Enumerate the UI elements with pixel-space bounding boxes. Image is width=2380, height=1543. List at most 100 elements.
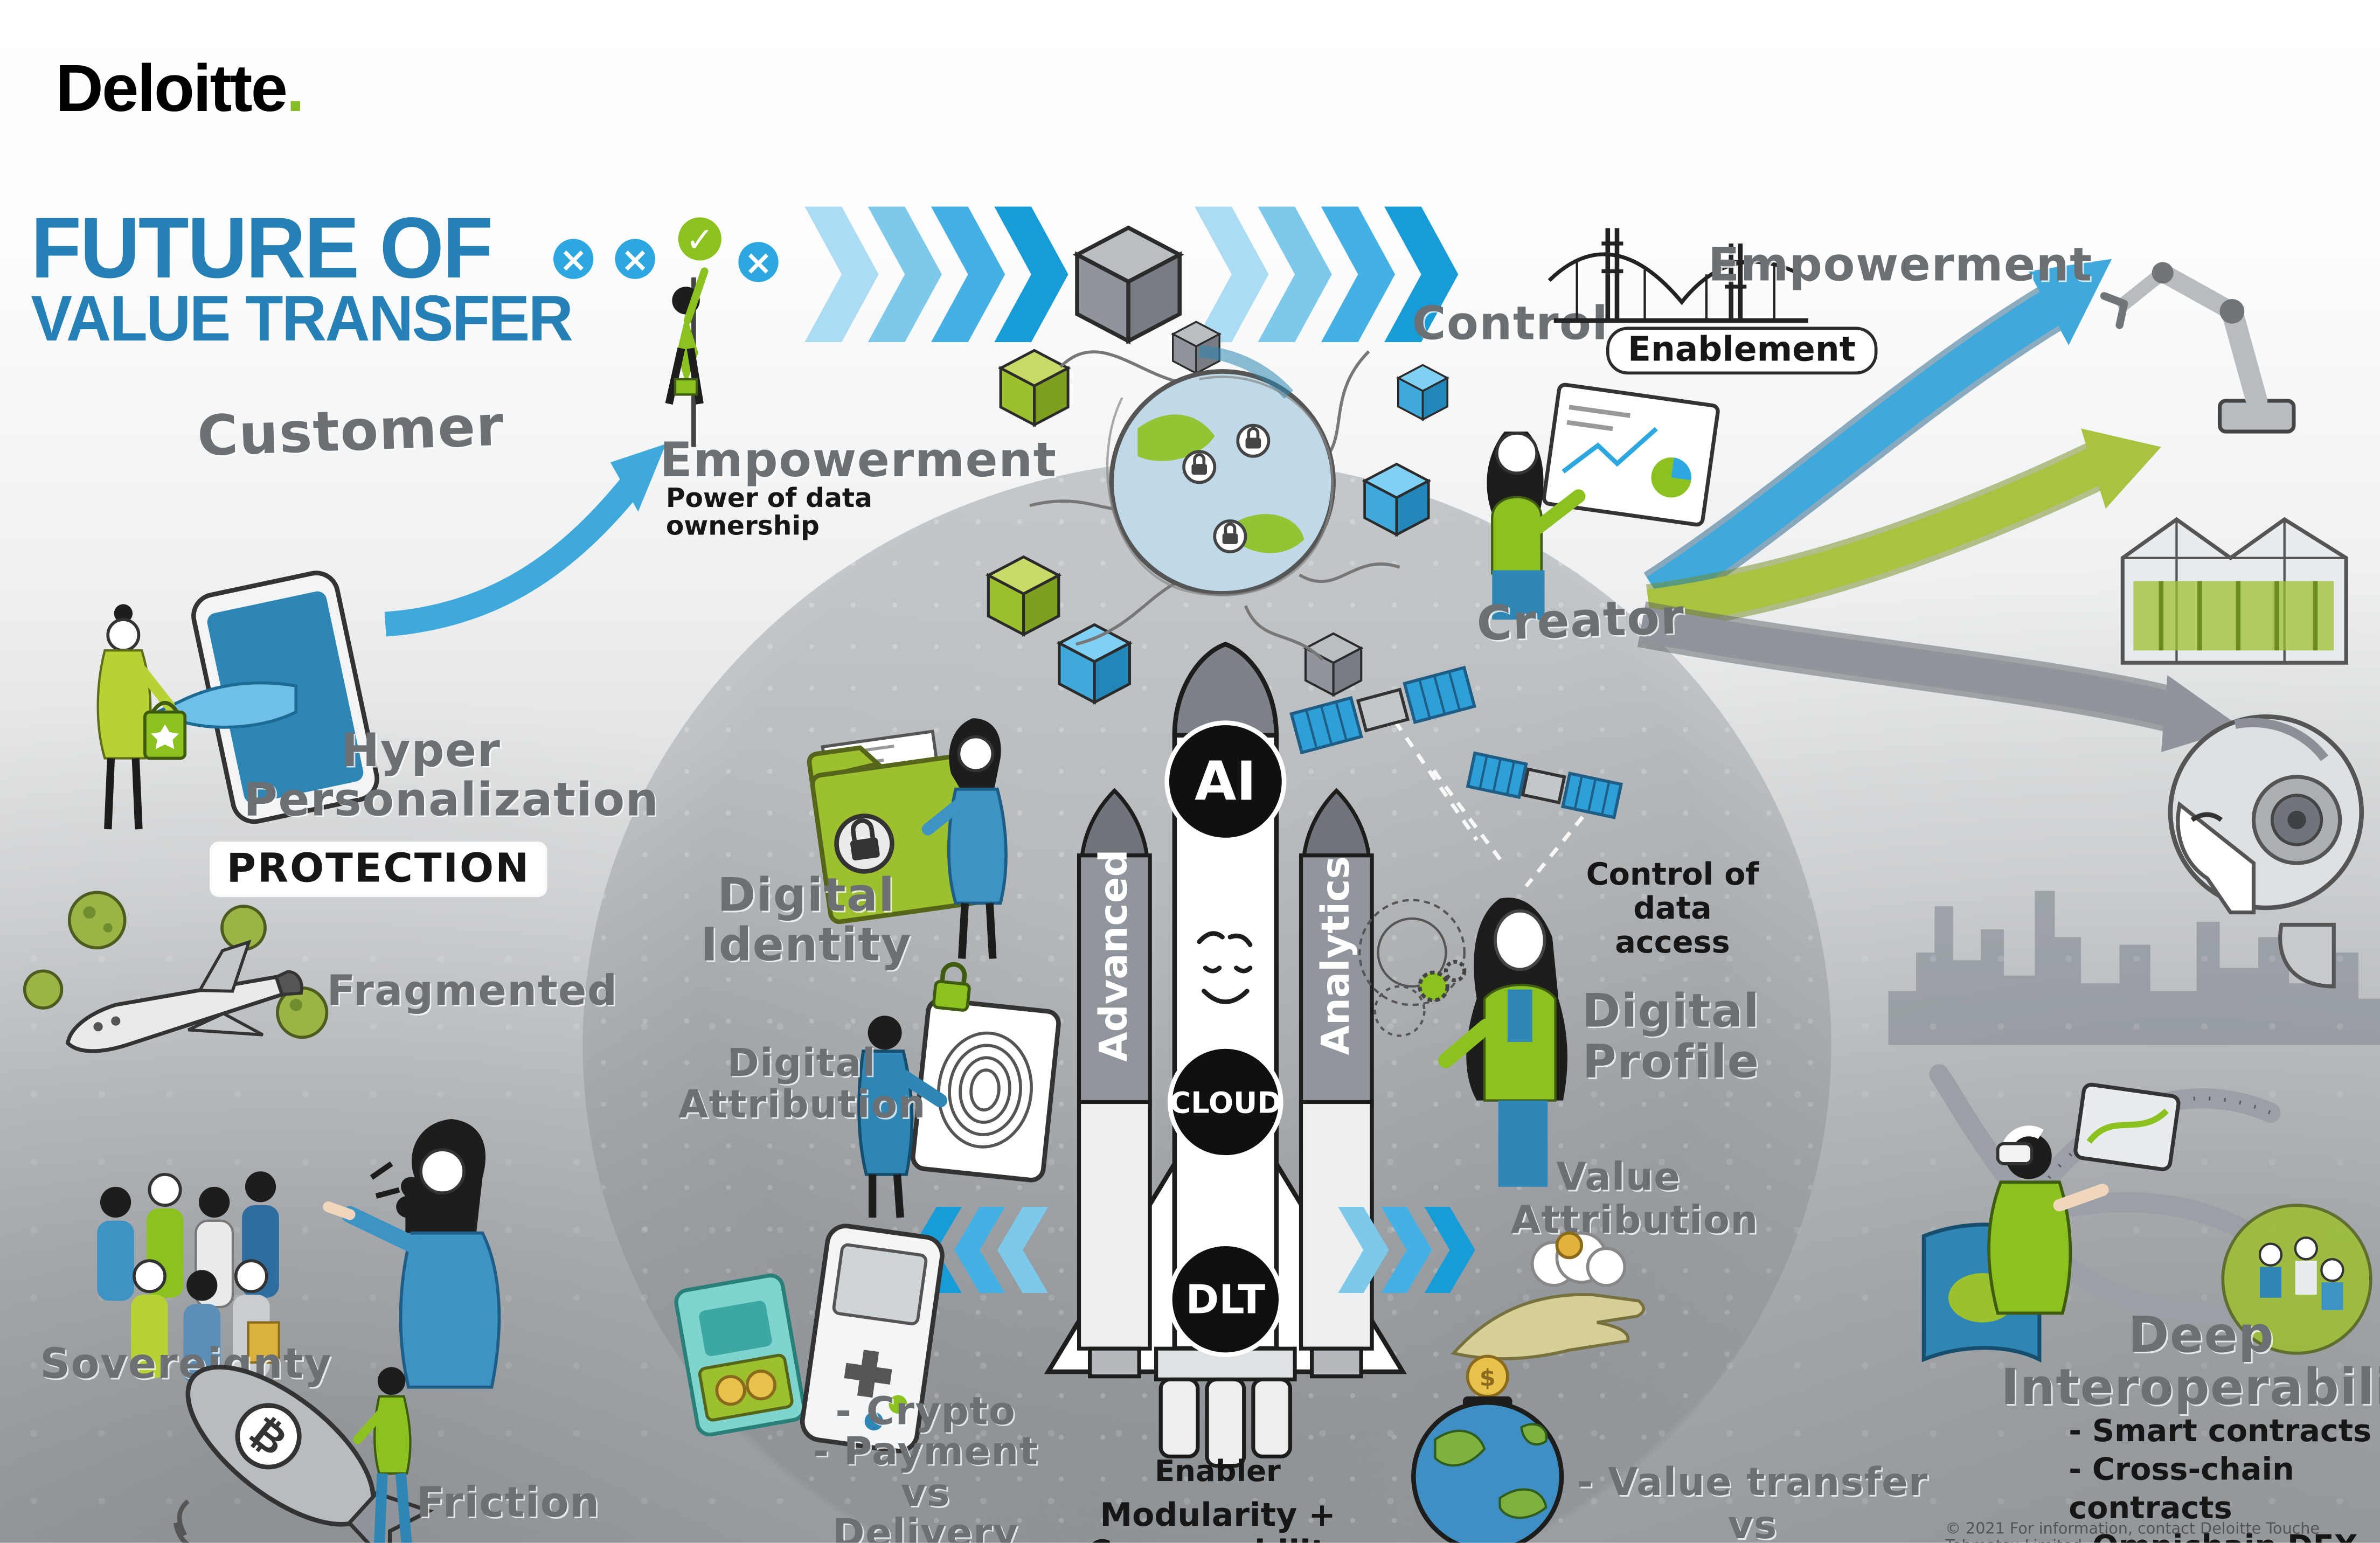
lock-icon [1182,450,1217,484]
chevron-icon [868,206,942,343]
flow-chevrons-right [1195,206,1459,343]
coin-icon [1555,1231,1584,1260]
tech-diagram-circles [1358,899,1466,1037]
globe-piggy-bank: $ [1411,1354,1564,1543]
cloud-badge [1168,1044,1283,1160]
bridge-sketch [1548,228,1813,323]
fingerprint-icon [937,1031,1033,1149]
svg-text:$: $ [1480,1365,1496,1392]
fingerprint-tablet [911,962,1061,1183]
value-transfer-label: - Value transfer vs Payment Delivery [1577,1459,1928,1543]
page-title: FUTURE OF VALUE TRANSFER [31,199,573,351]
customer-checklist-figure: × × × ✓ [553,217,779,447]
right-flow-chevrons [1338,1207,1475,1294]
hyper-personalization-label: Hyper Personalization [244,724,660,829]
digital-attribution-illustration [857,962,1061,1218]
payment-cards [674,1273,806,1437]
deep-interoperability-label: Deep Interoperability [2001,1305,2380,1416]
flow-chevrons-left [804,206,1068,343]
creator-dashboard [1542,383,1720,527]
deloitte-logo: Deloitte. [55,52,304,128]
check-icon [678,217,721,261]
vr-person [1987,1125,2109,1315]
greenhouse-illustration [2120,517,2348,665]
brand-green-dot: . [286,52,304,127]
gear-icon [1418,970,1449,1003]
cross-icon [615,239,655,279]
crowd-group [97,1171,280,1384]
rocket-engines [1158,1377,1293,1468]
dlt-badge [1168,1241,1283,1357]
gear-icon [1444,960,1467,983]
city-skyline-silhouette [1888,891,2380,1045]
dlt-label: DLT [1186,1276,1266,1323]
impact-lines [173,1499,190,1543]
satellites-illustration [1289,665,1623,819]
lock-icon [932,979,971,1012]
satellite-icon [1289,665,1476,755]
digital-attribution-label: Digital Attribution [678,1040,926,1127]
robot-head-illustration [2168,714,2364,989]
cross-icon [553,239,594,279]
leaning-woman [353,1367,412,1543]
creator-gray-arrow [1638,607,2186,729]
attribution-person [857,1016,947,1218]
data-cube-green [985,555,1062,637]
chart-panel [2073,1082,2181,1171]
power-of-data-label: Power of data ownership [665,484,872,544]
identity-woman [921,718,1008,959]
svg-text:×: × [559,240,588,280]
protection-label: PROTECTION [212,844,544,894]
lock-icon [1213,519,1247,554]
digital-identity-label: Digital Identity [700,869,912,974]
ai-label: AI [1195,750,1257,813]
globe-sphere [1109,369,1336,596]
friction-label: Friction [416,1479,600,1528]
title-line1: FUTURE OF [31,199,493,296]
digital-profile-illustration [1358,898,1567,1187]
hand-shape [1451,1292,1646,1360]
value-hand-illustration [1451,1231,1646,1360]
tangle-wires [1029,350,1400,661]
empowerment-right-label: Empowerment [1708,239,2093,293]
connected-people-sphere [2221,1204,2372,1355]
satellite-beams [1393,720,1597,888]
creator-illustration [1487,383,1720,620]
rocket-nose [1172,642,1279,738]
crypto-list-label: - Crypto - Payment vs Delivery - CBDC [813,1388,1039,1543]
data-cube-gray [1072,225,1184,345]
value-attribution-label: Value Attribution [1510,1154,1759,1242]
space-shuttle [65,940,303,1053]
lock-icon [1236,423,1271,458]
handheld-console [800,1224,945,1454]
data-cube-gray [1303,632,1364,697]
earth-globe [1411,1400,1564,1543]
cloud-label: CLOUD [1169,1086,1281,1120]
coin-icon [745,1370,777,1401]
rocket-face [1197,931,1253,1004]
fragmented-shuttle-illustration [23,891,329,1053]
deep-interoperability-items: - Smart contracts - Cross-chain contract… [2069,1412,2372,1542]
modularity-label: Modularity + Composability [1088,1496,1347,1543]
control-label: Control [1412,297,1609,352]
creator-green-arrow [1647,448,2105,628]
friction-bomb-illustration: ₿ [173,1365,434,1543]
data-cube-blue [1056,623,1133,705]
enabler-label: Enabler [1155,1455,1281,1489]
coin-icon [715,1375,746,1406]
svg-text:×: × [621,240,649,280]
left-booster-label: Advanced [1091,849,1136,1061]
customer-label: Customer [196,395,505,470]
data-cube-blue [1362,462,1432,537]
svg-text:✓: ✓ [685,220,714,259]
digital-profile-label: Digital Profile [1582,985,1760,1090]
svg-text:×: × [744,243,773,282]
sovereignty-crowd-illustration [97,1118,501,1389]
vr-headset-icon [1996,1142,2034,1165]
tangled-data-globe [1029,345,1400,661]
hyper-personalization-illustration [96,571,379,830]
rocket-illustration: Advanced Analytics AI [1044,642,1407,1468]
asteroid [23,969,64,1010]
left-booster: Advanced [1077,788,1152,1379]
